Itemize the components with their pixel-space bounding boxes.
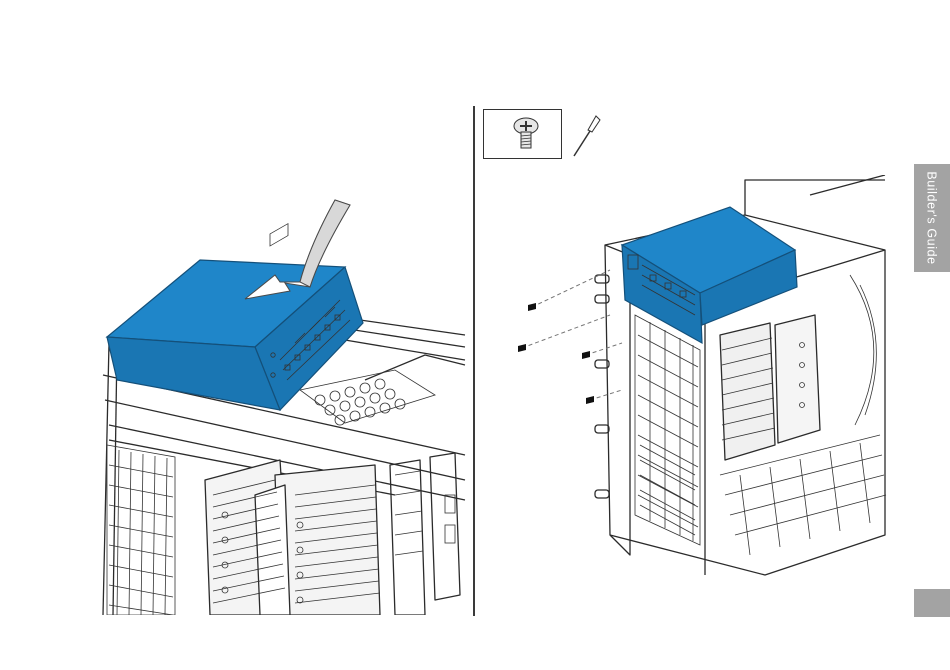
screw-icon	[518, 303, 594, 404]
screw-icon	[512, 116, 540, 152]
required-parts-box	[483, 109, 562, 159]
page-marker-tab	[914, 589, 950, 617]
psu-screw-illustration	[510, 175, 890, 595]
panel-divider	[473, 106, 475, 616]
section-tab: Builder's Guide	[914, 164, 950, 272]
screwdriver-icon	[568, 112, 602, 160]
psu-left-face	[107, 337, 280, 410]
psu-insertion-illustration	[95, 195, 470, 615]
section-tab-label: Builder's Guide	[925, 171, 939, 264]
